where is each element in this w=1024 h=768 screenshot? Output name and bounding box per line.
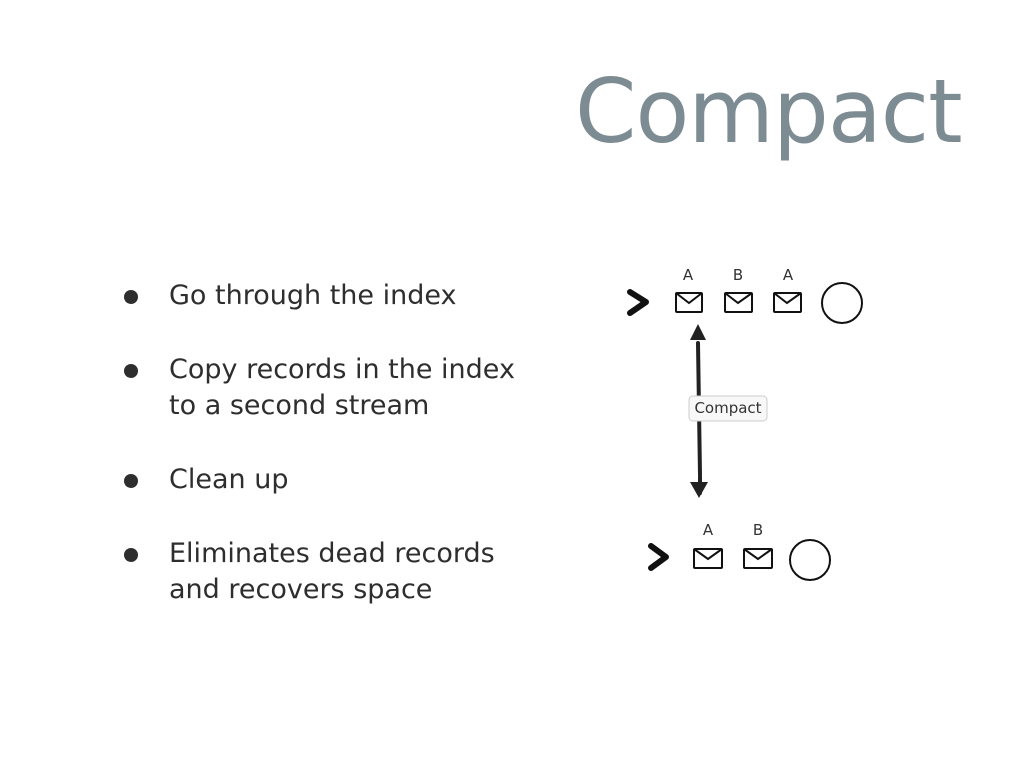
bullet-text: Copy records in the index to a second st…: [169, 354, 515, 421]
bullet-list: Go through the index Copy records in the…: [120, 278, 540, 646]
bullet-icon: [124, 364, 138, 378]
chevron-right-icon: [627, 289, 649, 316]
bullet-text: Eliminates dead records and recovers spa…: [169, 538, 495, 605]
envelope-icon: [675, 292, 703, 313]
bullet-icon: [124, 474, 138, 488]
compact-label: Compact: [688, 395, 768, 422]
record-label: B: [753, 521, 763, 539]
compact-diagram-svg: A B A Compact: [627, 266, 863, 581]
compact-diagram: A B A Compact: [610, 255, 890, 600]
record-label: B: [733, 266, 743, 284]
bullet-icon: [124, 290, 138, 304]
envelope-icon: [773, 292, 802, 313]
circle-icon: [821, 282, 863, 324]
circle-icon: [789, 539, 831, 581]
bullet-item: Go through the index: [120, 278, 540, 314]
bullet-item: Copy records in the index to a second st…: [120, 352, 540, 424]
envelope-icon: [743, 548, 773, 569]
bullet-item: Eliminates dead records and recovers spa…: [120, 536, 540, 608]
record-label: A: [783, 266, 794, 284]
top-stream: A B A: [627, 266, 863, 324]
bullet-item: Clean up: [120, 462, 540, 498]
envelope-icon: [693, 548, 723, 569]
bottom-stream: A B: [648, 521, 831, 581]
record-label: A: [683, 266, 694, 284]
bullet-icon: [124, 548, 138, 562]
bullet-text: Clean up: [169, 464, 289, 495]
chevron-right-icon: [648, 543, 669, 571]
compact-label-text: Compact: [694, 399, 761, 417]
envelope-icon: [724, 292, 753, 313]
bullet-text: Go through the index: [169, 280, 457, 311]
compact-arrow: Compact: [688, 324, 768, 498]
up-arrowhead: [690, 324, 706, 340]
slide-title: Compact: [575, 60, 963, 163]
record-label: A: [703, 521, 714, 539]
down-arrowhead: [690, 482, 708, 498]
